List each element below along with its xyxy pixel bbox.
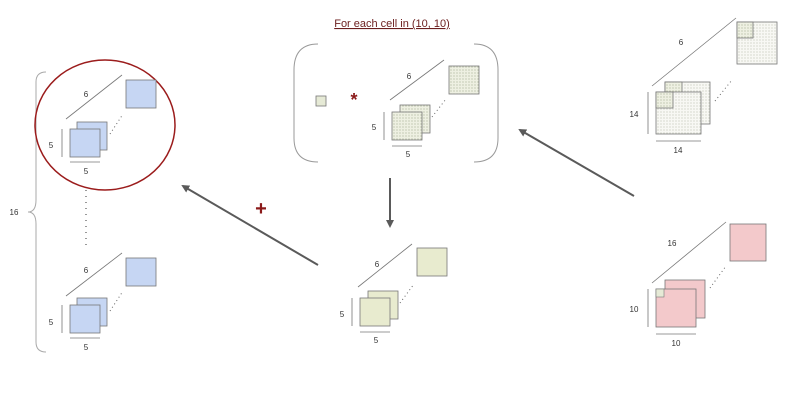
count-label: 16 xyxy=(10,208,19,217)
depth-arrow xyxy=(651,221,727,284)
stack-ellipsis xyxy=(109,290,124,312)
stack-ellipsis xyxy=(714,79,733,102)
output-front-square xyxy=(69,304,101,334)
right-top-group: 6 14 14 xyxy=(630,17,778,155)
cell-marker-square xyxy=(655,288,665,298)
depth-arrow xyxy=(65,74,123,120)
input-front-patch xyxy=(655,91,674,109)
stack-ellipsis xyxy=(431,98,447,118)
count-brace xyxy=(27,71,47,353)
right-bracket xyxy=(473,43,499,163)
depth-arrow xyxy=(65,252,123,297)
output-front-square xyxy=(69,128,101,158)
height-label: 5 xyxy=(49,141,54,150)
depth-label: 6 xyxy=(375,260,380,269)
width-label: 5 xyxy=(406,150,411,159)
width-label: 5 xyxy=(84,167,89,176)
add-operator: + xyxy=(255,198,267,220)
height-label: 10 xyxy=(630,305,639,314)
width-label: 5 xyxy=(84,343,89,352)
depth-label: 6 xyxy=(84,266,89,275)
height-label: 14 xyxy=(630,110,639,119)
filter-back-square xyxy=(448,65,480,95)
depth-label: 6 xyxy=(407,72,412,81)
left-stack-group: 16 6 5 5 6 5 5 xyxy=(10,59,176,353)
width-label: 10 xyxy=(672,339,681,348)
depth-arrow xyxy=(651,17,737,87)
diagram-title: For each cell in (10, 10) xyxy=(334,18,450,30)
input-back-patch xyxy=(736,21,754,39)
result-back-square xyxy=(416,247,448,277)
stack-ellipsis xyxy=(709,265,727,289)
small-kernel-square xyxy=(315,95,327,107)
height-label: 5 xyxy=(372,123,377,132)
width-label: 14 xyxy=(674,146,683,155)
stack-ellipsis xyxy=(109,113,124,135)
depth-label: 6 xyxy=(679,38,684,47)
height-label: 5 xyxy=(49,318,54,327)
pink-back-square xyxy=(729,223,767,262)
depth-label: 6 xyxy=(84,90,89,99)
arrow-to-left-stack xyxy=(181,184,319,266)
output-back-square xyxy=(125,257,157,287)
width-label: 5 xyxy=(374,336,379,345)
result-front-square xyxy=(359,297,391,327)
center-bottom-group: 6 5 5 xyxy=(340,243,448,345)
depth-arrow xyxy=(389,59,445,101)
filter-front-square xyxy=(391,111,423,141)
arrow-to-center xyxy=(518,128,635,197)
center-top-group: * 6 5 5 xyxy=(293,43,499,163)
left-bracket xyxy=(293,43,319,163)
highlight-circle xyxy=(34,59,176,191)
height-label: 5 xyxy=(340,310,345,319)
output-back-square xyxy=(125,79,157,109)
depth-label: 16 xyxy=(668,239,677,248)
multiply-operator: * xyxy=(350,90,357,110)
right-bottom-group: 16 10 10 xyxy=(630,221,767,348)
depth-arrow xyxy=(357,243,413,288)
stack-ellipsis xyxy=(399,283,415,304)
